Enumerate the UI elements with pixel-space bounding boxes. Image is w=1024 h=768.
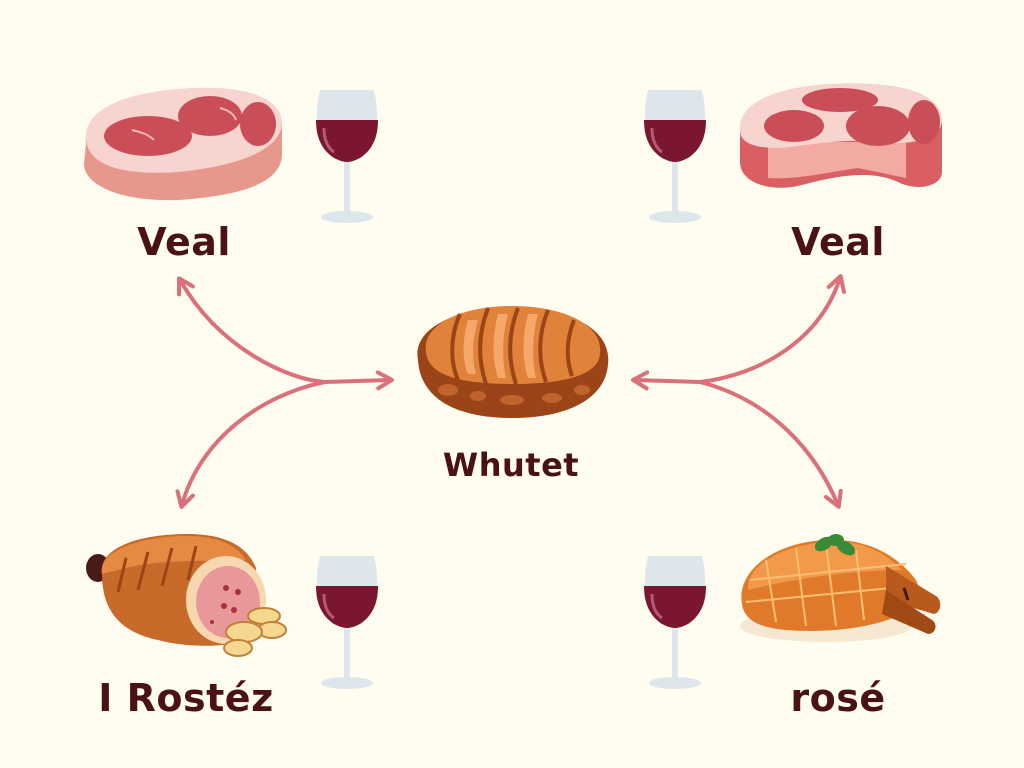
arrow-to-center-from-left — [323, 370, 394, 391]
arrow-to-top-right — [698, 274, 846, 384]
raw-veal-steak-icon — [84, 87, 283, 201]
arrow-to-bottom-right — [698, 380, 843, 509]
bottom-right-node-label: rosé — [790, 676, 886, 720]
red-wine-glass-icon — [644, 90, 706, 223]
raw-veal-steak-icon — [739, 83, 942, 188]
right-arrow-group — [631, 274, 846, 509]
top-left-node-label: Veal — [137, 220, 231, 264]
roast-meat-loaf-icon — [417, 306, 609, 418]
center-node-label: Whutet — [442, 446, 580, 484]
left-arrow-group — [175, 276, 394, 509]
bottom-left-node-label: I Rostéz — [98, 676, 274, 720]
roast-chicken-icon — [740, 534, 941, 642]
red-wine-glass-icon — [316, 556, 378, 689]
red-wine-glass-icon — [644, 556, 706, 689]
red-wine-glass-icon — [316, 90, 378, 223]
top-right-node-label: Veal — [791, 220, 885, 264]
arrow-to-center-from-right — [631, 370, 702, 391]
arrow-to-top-left — [177, 276, 327, 384]
roast-pork-roll-icon — [86, 534, 287, 657]
arrow-to-bottom-left — [175, 380, 327, 509]
